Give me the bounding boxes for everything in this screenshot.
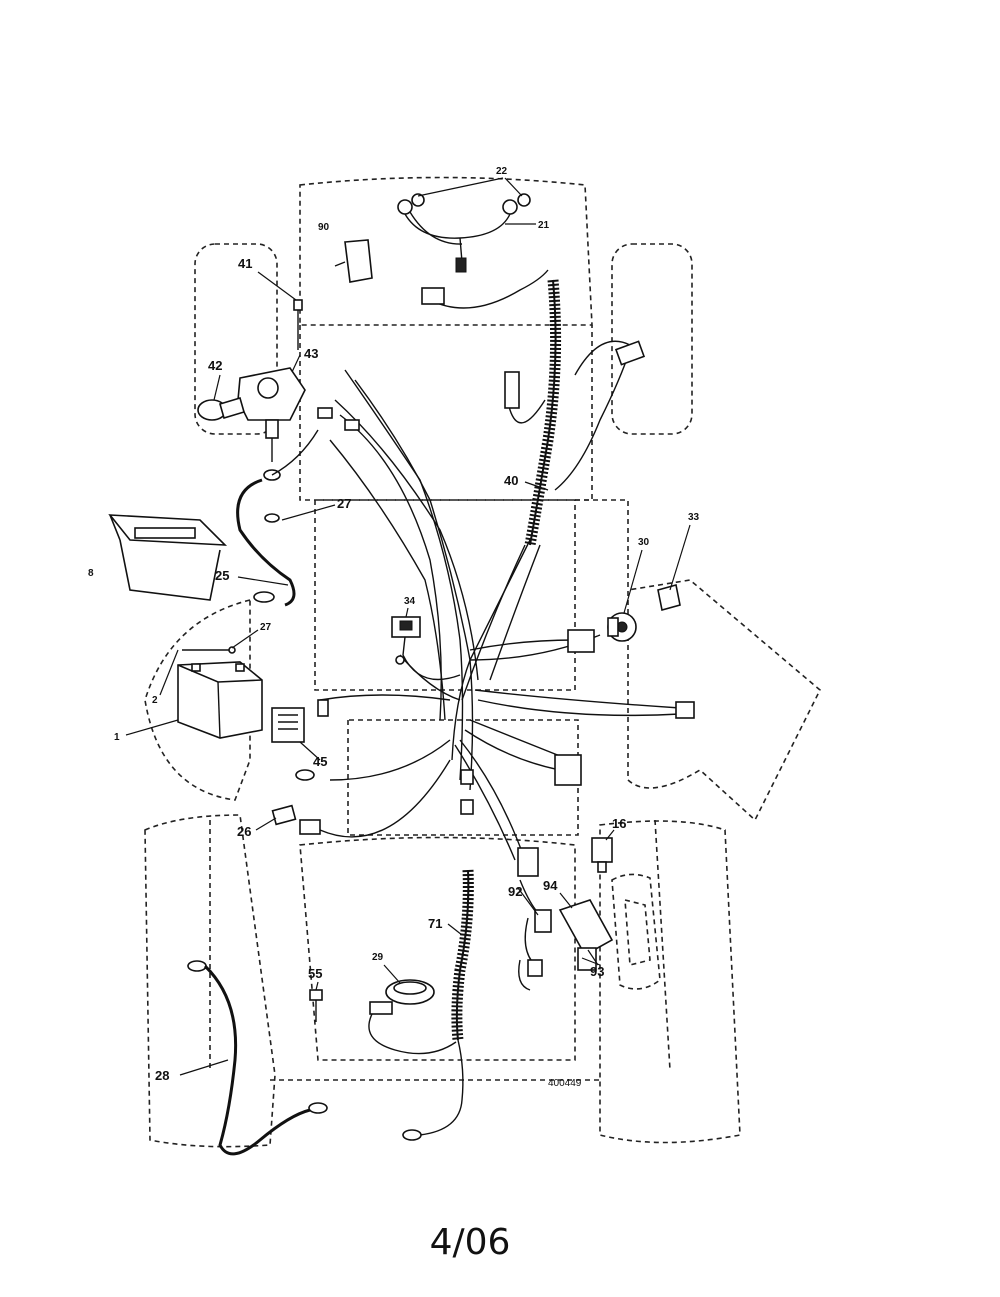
drawing-number: 400449 — [548, 1078, 582, 1089]
callout-1: 1 — [114, 732, 120, 743]
callout-33: 33 — [688, 512, 700, 523]
callout-labels: 22 21 90 41 43 42 40 27 8 25 27 2 1 34 3… — [88, 166, 700, 1089]
part-16-relay — [591, 837, 613, 873]
part-43-solenoid — [237, 299, 306, 462]
part-8-battery-tray — [108, 514, 228, 601]
part-29-seat-switch — [368, 979, 457, 1055]
page-number: 4/06 — [429, 1222, 511, 1263]
callout-22: 22 — [496, 166, 508, 177]
callout-28: 28 — [155, 1068, 169, 1083]
part-33-module — [657, 583, 681, 612]
callout-43: 43 — [304, 346, 318, 361]
part-40-loom — [524, 279, 562, 546]
callout-34: 34 — [404, 596, 416, 607]
part-34-switch — [391, 616, 461, 681]
part-1-battery — [177, 646, 263, 739]
callout-25: 25 — [215, 568, 229, 583]
main-harness — [319, 340, 681, 861]
callout-27-lower: 27 — [260, 622, 272, 633]
part-26-fuse — [271, 804, 297, 826]
part-55-bolt — [309, 989, 323, 1022]
harness-connectors — [299, 340, 695, 877]
callout-2: 2 — [152, 695, 158, 706]
headlight-harness — [397, 193, 549, 309]
part-42-boot — [197, 397, 245, 421]
callout-71: 71 — [428, 916, 442, 931]
callout-29: 29 — [372, 952, 384, 963]
callout-30: 30 — [638, 537, 650, 548]
part-92-94-93 — [518, 879, 614, 991]
callout-42: 42 — [208, 358, 222, 373]
seat-pan — [611, 873, 661, 990]
tractor-outline — [144, 176, 821, 1148]
callout-21: 21 — [538, 220, 550, 231]
callout-27-upper: 27 — [337, 496, 351, 511]
callout-8: 8 — [88, 568, 94, 579]
callout-40: 40 — [504, 473, 518, 488]
part-25-cable — [236, 429, 319, 607]
part-45-fuse-block — [271, 707, 305, 743]
part-90-switch — [334, 239, 373, 283]
callout-55: 55 — [308, 966, 322, 981]
part-71-coil — [402, 869, 474, 1141]
callout-45: 45 — [313, 754, 327, 769]
leader-lines — [125, 177, 691, 1076]
eyelet-45 — [295, 769, 315, 781]
callout-90: 90 — [318, 222, 330, 233]
callout-92: 92 — [508, 884, 522, 899]
callout-26: 26 — [237, 824, 251, 839]
callout-16: 16 — [612, 816, 626, 831]
callout-93: 93 — [590, 964, 604, 979]
part-28-cable — [187, 960, 328, 1156]
callout-94: 94 — [543, 878, 558, 893]
callout-41: 41 — [238, 256, 252, 271]
part-30-ignition — [607, 612, 637, 642]
